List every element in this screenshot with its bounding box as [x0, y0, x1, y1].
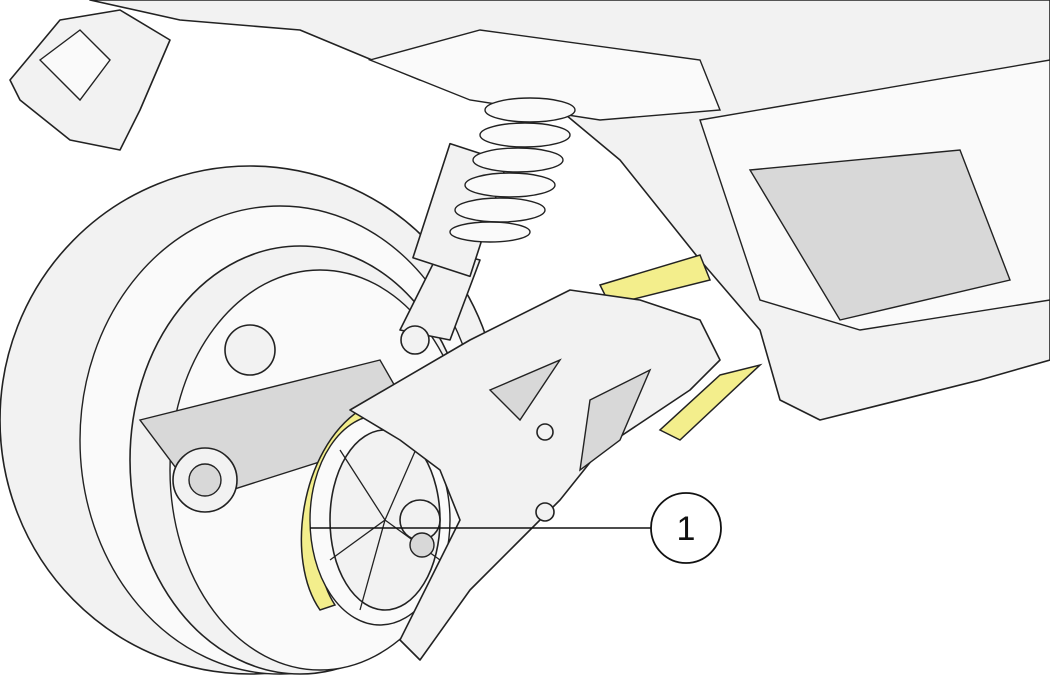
callout-circle: [650, 492, 722, 564]
swingarm: [349, 289, 721, 661]
rear-sprocket: [309, 414, 451, 626]
callout-number: 1: [677, 510, 696, 548]
callout-1: 1: [310, 492, 722, 564]
shock-absorber: [399, 97, 576, 355]
rear-body-panel: [89, 0, 1050, 421]
license-plate-bracket: [9, 9, 171, 151]
shock-spring: [449, 97, 576, 243]
